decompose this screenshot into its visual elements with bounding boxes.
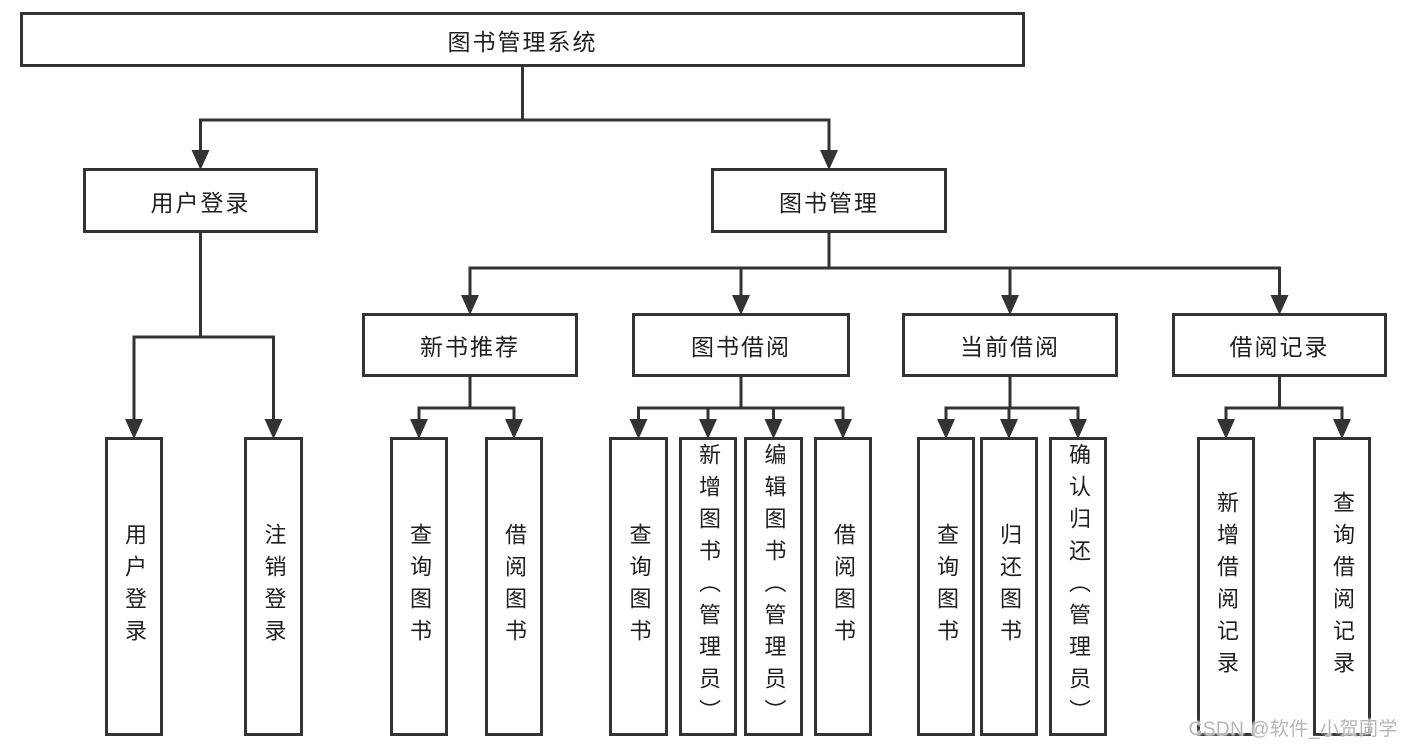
node-login-user: 用户登录	[105, 437, 163, 736]
node-label-nb-query: 查询图书	[407, 522, 432, 651]
connector-arrowhead	[629, 419, 648, 439]
node-bb-borrow: 借阅图书	[814, 437, 872, 736]
node-cb-confirm: 确认归还（管理员）	[1049, 437, 1107, 736]
connector-arrowhead	[264, 419, 283, 439]
node-rec-query: 查询借阅记录	[1313, 437, 1371, 736]
connector-arrowhead	[1270, 295, 1289, 315]
node-label-cb-confirm: 确认归还（管理员）	[1066, 442, 1091, 731]
node-label-login: 用户登录	[150, 189, 251, 216]
connector-arrowhead	[732, 295, 750, 315]
connector-arrowhead	[125, 419, 143, 439]
node-label-current: 当前借阅	[960, 334, 1060, 360]
node-label-rec-add: 新增借阅记录	[1214, 490, 1239, 683]
node-root: 图书管理系统	[20, 12, 1025, 67]
node-label-bb-borrow: 借阅图书	[831, 522, 856, 651]
connector-arrowhead	[1001, 295, 1019, 315]
node-label-bb-add: 新增图书（管理员）	[696, 442, 721, 731]
connector-arrowhead	[764, 419, 783, 439]
node-label-login-logout: 注销登录	[261, 522, 287, 651]
node-cb-query: 查询图书	[917, 437, 975, 736]
node-label-bb-query: 查询图书	[626, 522, 652, 651]
connector-arrowhead	[937, 419, 955, 439]
connector-arrowhead	[834, 419, 852, 439]
node-login: 用户登录	[83, 168, 318, 233]
node-label-nb-borrow: 借阅图书	[502, 522, 527, 651]
node-label-borrow: 图书借阅	[691, 334, 791, 360]
node-label-mgmt: 图书管理	[779, 189, 879, 216]
node-bb-query: 查询图书	[609, 437, 668, 736]
node-bb-edit: 编辑图书（管理员）	[744, 437, 803, 736]
csdn-watermark: CSDN @软件_小贺同学	[1188, 719, 1398, 740]
node-mgmt: 图书管理	[711, 168, 947, 233]
node-rec-add: 新增借阅记录	[1197, 437, 1255, 736]
connector-arrowhead	[1000, 419, 1018, 439]
node-current: 当前借阅	[902, 313, 1118, 377]
connector-arrowhead	[699, 419, 717, 439]
node-cb-return: 归还图书	[980, 437, 1038, 736]
node-label-records: 借阅记录	[1229, 334, 1330, 360]
node-label-root: 图书管理系统	[447, 28, 598, 55]
node-label-bb-edit: 编辑图书（管理员）	[761, 442, 787, 731]
connector-arrowhead	[1217, 419, 1235, 439]
node-label-cb-query: 查询图书	[934, 522, 959, 651]
connector-arrowhead	[505, 419, 523, 439]
connector-arrowhead	[1333, 419, 1351, 439]
node-newbook: 新书推荐	[362, 313, 578, 377]
node-bb-add: 新增图书（管理员）	[679, 437, 737, 736]
node-login-logout: 注销登录	[244, 437, 303, 736]
node-label-rec-query: 查询借阅记录	[1330, 490, 1355, 683]
node-nb-borrow: 借阅图书	[485, 437, 543, 736]
connector-arrowhead	[410, 419, 428, 439]
connector-arrowhead	[191, 150, 210, 170]
node-label-newbook: 新书推荐	[420, 334, 520, 360]
node-label-cb-return: 归还图书	[997, 522, 1022, 651]
node-records: 借阅记录	[1172, 313, 1387, 377]
node-label-login-user: 用户登录	[122, 522, 147, 651]
connector-arrowhead	[820, 150, 838, 170]
connector-arrowhead	[461, 295, 479, 315]
connector-arrowhead	[1069, 419, 1087, 439]
node-borrow: 图书借阅	[632, 313, 850, 377]
node-nb-query: 查询图书	[390, 437, 448, 736]
